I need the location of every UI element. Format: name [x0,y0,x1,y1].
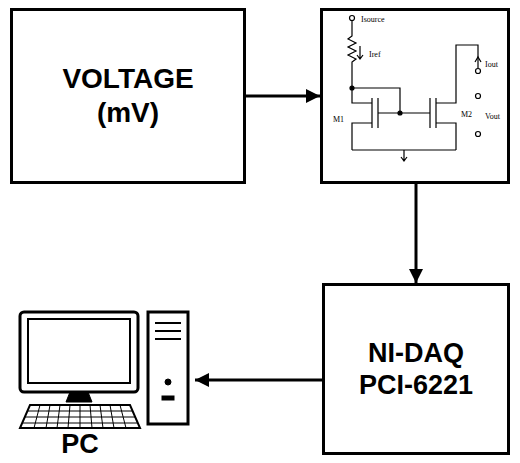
computer-icon [20,312,188,428]
computer-node: PC [15,305,195,460]
transistor-symbol [352,98,378,150]
current-arrow [475,57,481,62]
terminal [476,69,481,74]
node-label: VOLTAGE (mV) [48,62,208,129]
terminal [350,16,355,21]
drive-slots [155,323,181,339]
junction-dot [350,86,354,90]
flow-arrow [246,95,320,98]
transistor-symbol [430,45,478,150]
circuit-label: Iout [485,61,498,70]
monitor [20,312,138,392]
junction-dot [398,111,402,115]
terminal [476,132,481,137]
keyboard [20,405,140,428]
current-mirror-circuit [348,16,481,162]
circuit-label: Iref [369,51,381,60]
resistor-symbol [348,21,372,103]
daq-box: NI-DAQ PCI-6221 [322,283,510,455]
circuit-label: M2 [461,111,472,120]
circuit-box: IsourceIrefM1 M2 IoutVout [320,8,510,184]
gate-wire [352,88,430,113]
terminal [476,94,481,99]
circuit-label: Isource [361,16,385,25]
flow-arrow [415,184,418,283]
input-box: VOLTAGE (mV) [10,8,246,184]
current-arrow [357,46,363,59]
tower [148,312,188,424]
node-label: NI-DAQ PCI-6221 [341,337,491,402]
tower-port [162,396,174,400]
monitor-stand [66,392,92,402]
keyboard-keys [22,405,138,428]
node-label: PC [15,428,145,460]
power-button [165,379,171,385]
flow-arrow [195,379,322,382]
screen [28,319,130,383]
ground-wire [352,150,456,161]
circuit-label: Vout [485,113,500,122]
circuit-label: M1 [333,116,344,125]
